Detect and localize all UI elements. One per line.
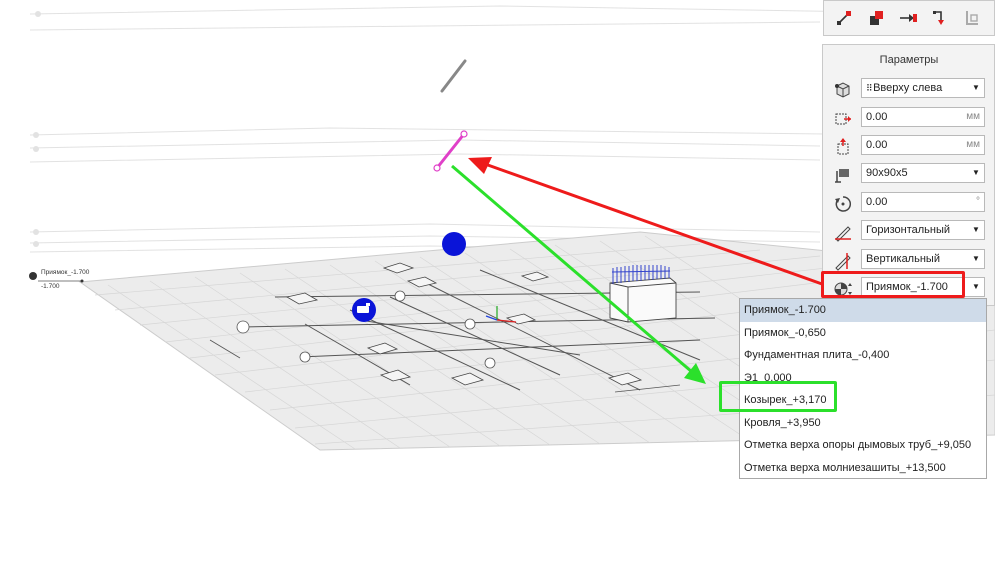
level-select[interactable]: Приямок_-1.700 ▼ [861, 277, 985, 297]
offset-y-input[interactable]: 0.00 мм [861, 135, 985, 155]
rotation-icon [833, 194, 853, 214]
level-dropdown-list[interactable]: Приямок_-1.700 Приямок_-0,650 Фундаментн… [739, 298, 987, 479]
blue-marker-camera[interactable] [352, 298, 376, 322]
vertical-align-icon [833, 251, 853, 271]
chevron-down-icon[interactable]: ▼ [972, 83, 980, 92]
angle-row: 0.00 ° [823, 191, 995, 215]
offset-y-row: 0.00 мм [823, 134, 995, 158]
foundation-pads [285, 262, 643, 386]
faint-level-labels [33, 11, 41, 247]
level-option[interactable]: Приямок_-0,650 [744, 326, 826, 339]
red-annotation-arrow [468, 157, 823, 286]
level-option[interactable]: Кровля_+3,950 [744, 416, 821, 429]
profile-row: 90x90x5 ▼ [823, 162, 995, 186]
horizontal-align-icon [833, 222, 853, 242]
dimension-marks [209, 339, 681, 393]
anchor-row: ⠿ Вверху слева ▼ [823, 77, 995, 101]
level-option[interactable]: Э1_0,000 [744, 371, 792, 384]
chevron-down-icon[interactable]: ▼ [972, 254, 980, 263]
tool-panel [823, 0, 995, 36]
current-level-label: Приямок_-1.700 [41, 269, 90, 276]
vertical-align-select[interactable]: Вертикальный ▼ [861, 249, 985, 269]
grey-profile-element[interactable] [440, 59, 467, 93]
line-tool-icon[interactable] [830, 5, 858, 31]
current-level-value: -1.700 [41, 283, 60, 290]
panel-title: Параметры [879, 54, 939, 66]
level-option[interactable]: Отметка верха опоры дымовых труб_+9,050 [744, 439, 972, 451]
arrow-tool-icon[interactable] [894, 5, 922, 31]
red-highlight-box [821, 271, 965, 298]
level-row: Приямок_-1.700 ▼ [823, 276, 995, 300]
level-icon [833, 279, 853, 299]
dots-grid-icon: ⠿ [866, 83, 874, 93]
block-tool-icon[interactable] [862, 5, 890, 31]
level-option[interactable]: Приямок_-1.700 [740, 299, 986, 322]
level-option[interactable]: Отметка верха молниезашиты_+13,500 [744, 461, 946, 474]
level-option[interactable]: Фундаментная плита_-0,400 [744, 349, 890, 361]
cube-anchor-icon [833, 80, 853, 100]
horizontal-align-select[interactable]: Горизонтальный ▼ [861, 220, 985, 240]
offset-vertical-icon [833, 137, 853, 157]
profile-section-icon [833, 165, 853, 185]
horizontal-align-row: Горизонтальный ▼ [823, 219, 995, 243]
angle-input[interactable]: 0.00 ° [861, 192, 985, 212]
anchor-select[interactable]: ⠿ Вверху слева ▼ [861, 78, 985, 98]
offset-horizontal-icon [833, 109, 853, 129]
green-highlight-box [719, 381, 837, 412]
blue-marker-sphere[interactable] [442, 232, 466, 256]
level-option[interactable]: Козырек_+3,170 [744, 394, 827, 406]
chevron-down-icon[interactable]: ▼ [972, 168, 980, 177]
branch-tool-icon[interactable] [926, 5, 954, 31]
origin-gizmo [485, 306, 517, 323]
profile-select[interactable]: 90x90x5 ▼ [861, 163, 985, 183]
chevron-down-icon[interactable]: ▼ [972, 225, 980, 234]
axis-bubbles [236, 290, 496, 369]
parameters-panel: Параметры ⠿ Вверху слева ▼ 0.00 мм 0.00 … [822, 44, 995, 306]
current-level-marker [29, 272, 84, 283]
chimney-block [609, 265, 677, 323]
l-shape-tool-icon[interactable] [958, 5, 986, 31]
green-annotation-arrow [451, 164, 706, 384]
chevron-down-icon[interactable]: ▼ [972, 282, 980, 291]
offset-x-row: 0.00 мм [823, 106, 995, 130]
vertical-align-row: Вертикальный ▼ [823, 248, 995, 272]
selected-profile-element[interactable] [433, 130, 468, 172]
offset-x-input[interactable]: 0.00 мм [861, 107, 985, 127]
level-planes-upper [29, 5, 991, 253]
